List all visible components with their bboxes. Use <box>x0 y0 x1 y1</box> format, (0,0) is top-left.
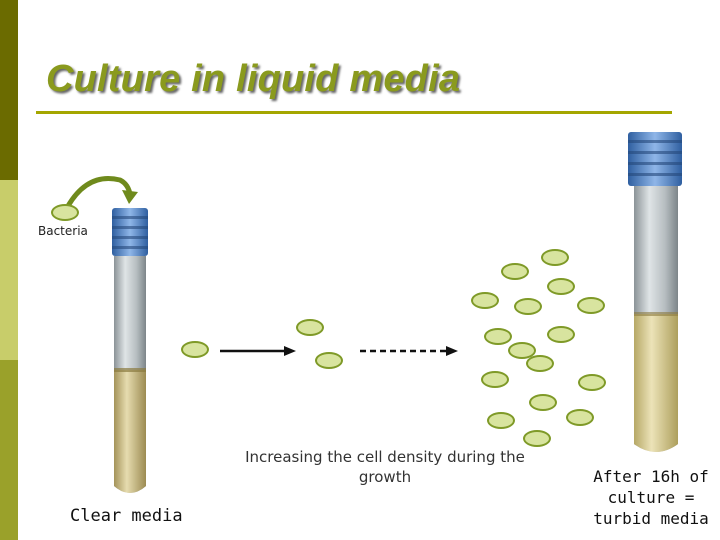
bacterium-cell <box>181 341 209 358</box>
bacterium-cell <box>487 412 515 429</box>
bacterium-cell <box>523 430 551 447</box>
test-tube-turbid <box>628 132 682 452</box>
bacterium-cell <box>315 352 343 369</box>
bacterium-cell <box>526 355 554 372</box>
bacterium-cell <box>541 249 569 266</box>
bacterium-cell <box>529 394 557 411</box>
side-band-bottom <box>0 360 18 540</box>
bacteria-label: Bacteria <box>38 224 88 238</box>
title-underline <box>36 111 672 114</box>
bacterium-cell <box>481 371 509 388</box>
bacterium-cell <box>578 374 606 391</box>
bacterium-cell <box>566 409 594 426</box>
bacterium-cell <box>484 328 512 345</box>
test-tube-clear <box>112 208 148 493</box>
turbid-media-caption: After 16h of culture = turbid media <box>593 467 709 528</box>
side-band-middle <box>0 180 18 360</box>
bacterium-cell <box>547 278 575 295</box>
slide-title: Culture in liquid media <box>46 58 461 100</box>
bacterium-cell <box>577 297 605 314</box>
bacterium-cell <box>508 342 536 359</box>
bacterium-cell <box>514 298 542 315</box>
bacterium-cell <box>547 326 575 343</box>
bacterium-cell <box>51 204 79 221</box>
bacterium-cell <box>296 319 324 336</box>
density-caption: Increasing the cell density during the g… <box>245 448 525 486</box>
bacterium-cell <box>501 263 529 280</box>
side-band-top <box>0 0 18 180</box>
bacterium-cell <box>471 292 499 309</box>
clear-media-caption: Clear media <box>70 506 183 526</box>
curved-arrow-icon <box>65 176 138 209</box>
solid-arrow-icon <box>220 346 296 356</box>
dashed-arrow-icon <box>360 346 458 356</box>
